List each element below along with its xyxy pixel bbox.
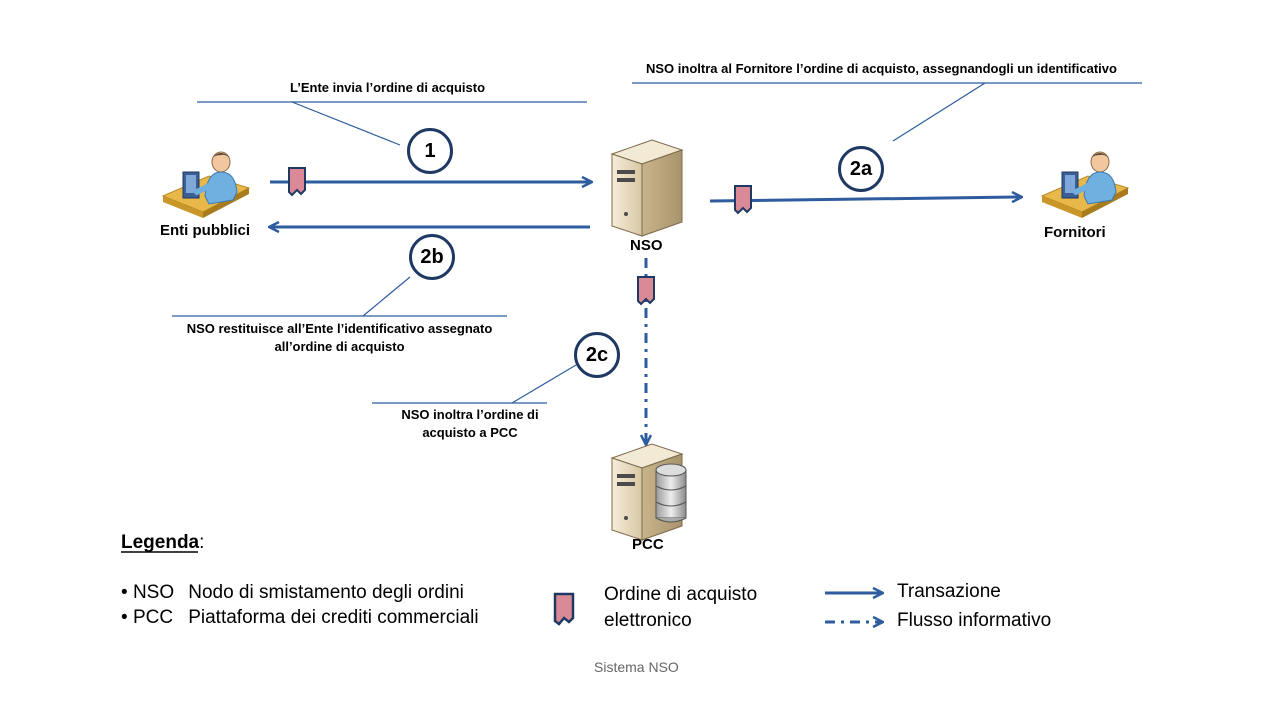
document-icon	[734, 185, 752, 215]
annotation-step-2a: NSO inoltra al Fornitore l’ordine di acq…	[646, 61, 1117, 76]
legend-abbr-pcc: • PCC Piattaforma dei crediti commercial…	[121, 605, 479, 631]
database-server-icon	[610, 443, 687, 541]
step-1-circle: 1	[407, 128, 453, 174]
legend-abbr-key: PCC	[132, 607, 174, 628]
legend-title: Legenda:	[121, 530, 204, 556]
annotation-step-2c: NSO inoltra l’ordine di acquisto a PCC	[385, 406, 555, 442]
legend-abbr-nso: • NSO Nodo di smistamento degli ordini	[121, 580, 464, 606]
footer-caption: Sistema NSO	[594, 659, 679, 675]
legend-title-colon: :	[199, 532, 205, 553]
annotation-step-2c-line2: acquisto a PCC	[422, 425, 518, 440]
step-2c-circle: 2c	[574, 332, 620, 378]
legend-bullet: •	[121, 582, 128, 603]
legend-abbr-key: NSO	[132, 582, 175, 603]
annotation-step-2b-line1: NSO restituisce all’Ente l’identificativ…	[186, 321, 493, 336]
legend-document-line2: elettronico	[604, 610, 692, 631]
legend-transazione-label: Transazione	[897, 581, 1001, 602]
node-label-enti: Enti pubblici	[160, 222, 250, 239]
arrow-nso-to-fornitori	[709, 197, 1021, 201]
person-at-computer-icon	[1040, 151, 1130, 218]
legend-title-text: Legenda	[121, 532, 200, 553]
node-label-pcc: PCC	[632, 536, 664, 553]
document-icon	[637, 276, 655, 306]
legend-abbr-desc: Piattaforma dei crediti commerciali	[188, 607, 479, 628]
step-2a-circle: 2a	[838, 146, 884, 192]
person-at-computer-icon	[161, 151, 251, 218]
legend-abbr-desc: Nodo di smistamento degli ordini	[188, 582, 464, 603]
legend-bullet: •	[121, 607, 128, 628]
annotation-step-2b-line2: all’ordine di acquisto	[274, 339, 405, 354]
step-2b-circle: 2b	[409, 234, 455, 280]
document-icon	[288, 167, 306, 197]
legend-flusso-label: Flusso informativo	[897, 610, 1052, 631]
annotation-step-2b: NSO restituisce all’Ente l’identificativ…	[172, 320, 507, 356]
legend-document-line1: Ordine di acquisto	[604, 584, 758, 605]
annotation-lines	[172, 82, 1142, 404]
legend-document-label: Ordine di acquisto elettronico	[604, 582, 757, 634]
legend-document-icon	[553, 592, 575, 626]
node-label-fornitori: Fornitori	[1044, 224, 1106, 241]
annotation-step-1: L’Ente invia l’ordine di acquisto	[290, 80, 486, 95]
annotation-step-2c-line1: NSO inoltra l’ordine di	[401, 407, 539, 422]
server-icon	[610, 139, 684, 237]
node-label-nso: NSO	[630, 237, 663, 254]
